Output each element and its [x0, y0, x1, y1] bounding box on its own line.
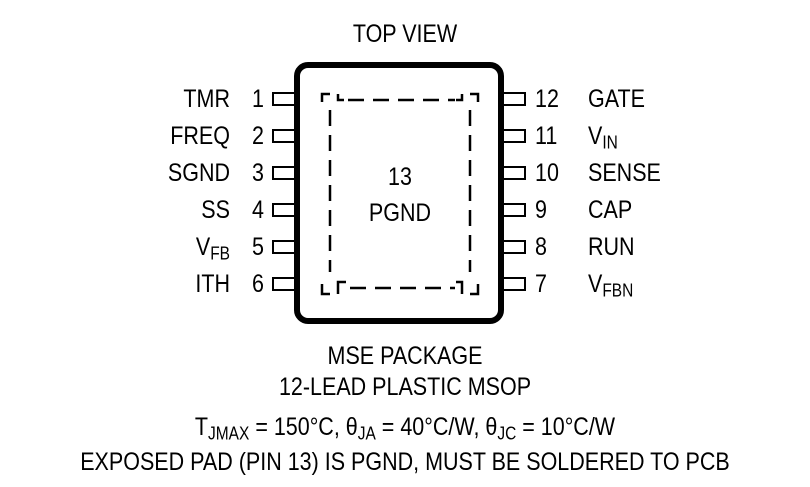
pin-lead-10 — [504, 166, 526, 180]
pin-number-5: 5 — [252, 233, 264, 261]
top-view-label: TOP VIEW — [352, 20, 458, 48]
pin-number-7: 7 — [535, 270, 547, 298]
pin-name-sgnd: SGND — [167, 159, 230, 187]
pin-lead-5 — [272, 240, 294, 254]
pin-name-vin: VIN — [588, 122, 618, 153]
pin-name-sense: SENSE — [588, 159, 661, 187]
pad-name: PGND — [368, 199, 432, 227]
pin-name-ith: ITH — [195, 270, 230, 298]
pin-lead-11 — [504, 129, 526, 143]
pin-lead-7 — [504, 277, 526, 291]
pin-lead-2 — [272, 129, 294, 143]
pin-number-4: 4 — [252, 196, 264, 224]
pin-name-vfbn: VFBN — [588, 270, 634, 301]
pin-number-11: 11 — [535, 122, 558, 150]
pin-name-run: RUN — [588, 233, 635, 261]
pin-lead-12 — [504, 92, 526, 106]
pin-number-10: 10 — [535, 159, 559, 187]
pin-lead-6 — [272, 277, 294, 291]
pin-name-ss: SS — [201, 196, 230, 224]
pad-number: 13 — [388, 163, 412, 191]
package-name: MSE PACKAGE — [327, 342, 483, 370]
pin-number-6: 6 — [252, 270, 264, 298]
pin-number-9: 9 — [535, 196, 547, 224]
pin-name-freq: FREQ — [170, 122, 230, 150]
pin-lead-3 — [272, 166, 294, 180]
package-description: 12-LEAD PLASTIC MSOP — [278, 373, 532, 401]
pin-number-12: 12 — [535, 85, 559, 113]
pin-name-gate: GATE — [588, 85, 645, 113]
pin-lead-9 — [504, 203, 526, 217]
pin-lead-4 — [272, 203, 294, 217]
pin-number-2: 2 — [252, 122, 264, 150]
pin-name-vfb: VFB — [195, 233, 230, 264]
pin-name-tmr: TMR — [183, 85, 230, 113]
pin-lead-8 — [504, 240, 526, 254]
pin-number-8: 8 — [535, 233, 547, 261]
pin-number-1: 1 — [252, 85, 264, 113]
exposed-pad-note: EXPOSED PAD (PIN 13) IS PGND, MUST BE SO… — [80, 448, 730, 476]
pin-number-3: 3 — [252, 159, 264, 187]
pin-lead-1 — [272, 92, 294, 106]
thermal-specs: TJMAX = 150°C, θJA = 40°C/W, θJC = 10°C/… — [194, 413, 616, 444]
pin-name-cap: CAP — [588, 196, 633, 224]
